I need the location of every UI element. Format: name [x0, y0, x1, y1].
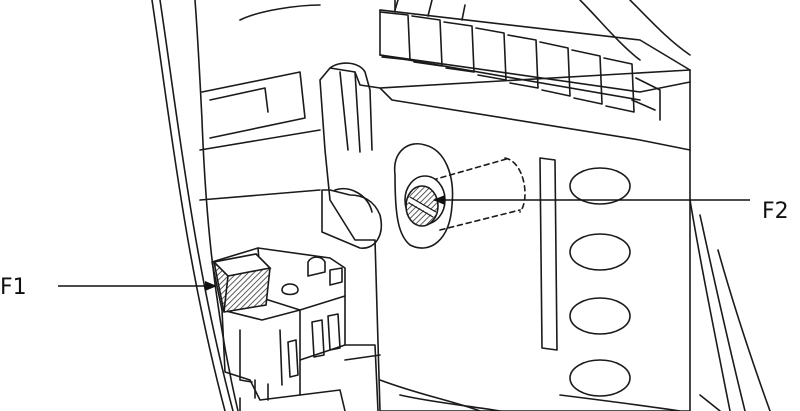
- bottom-wiring: [379, 379, 721, 411]
- fuse-f1: [212, 253, 272, 313]
- control-board: [319, 62, 691, 411]
- label-f2: F2: [762, 199, 789, 224]
- led-slot: [539, 157, 558, 351]
- terminal-strip: [379, 0, 691, 121]
- oval-buttons: [569, 167, 631, 397]
- mounting-clip: [321, 188, 382, 249]
- fuse-f2-holder: [394, 143, 526, 249]
- label-f1: F1: [0, 275, 27, 300]
- housing-outline: [151, 0, 771, 411]
- back-wall: [199, 4, 321, 201]
- fuse-f1-block: [211, 247, 381, 411]
- fuse-f2: [404, 175, 446, 227]
